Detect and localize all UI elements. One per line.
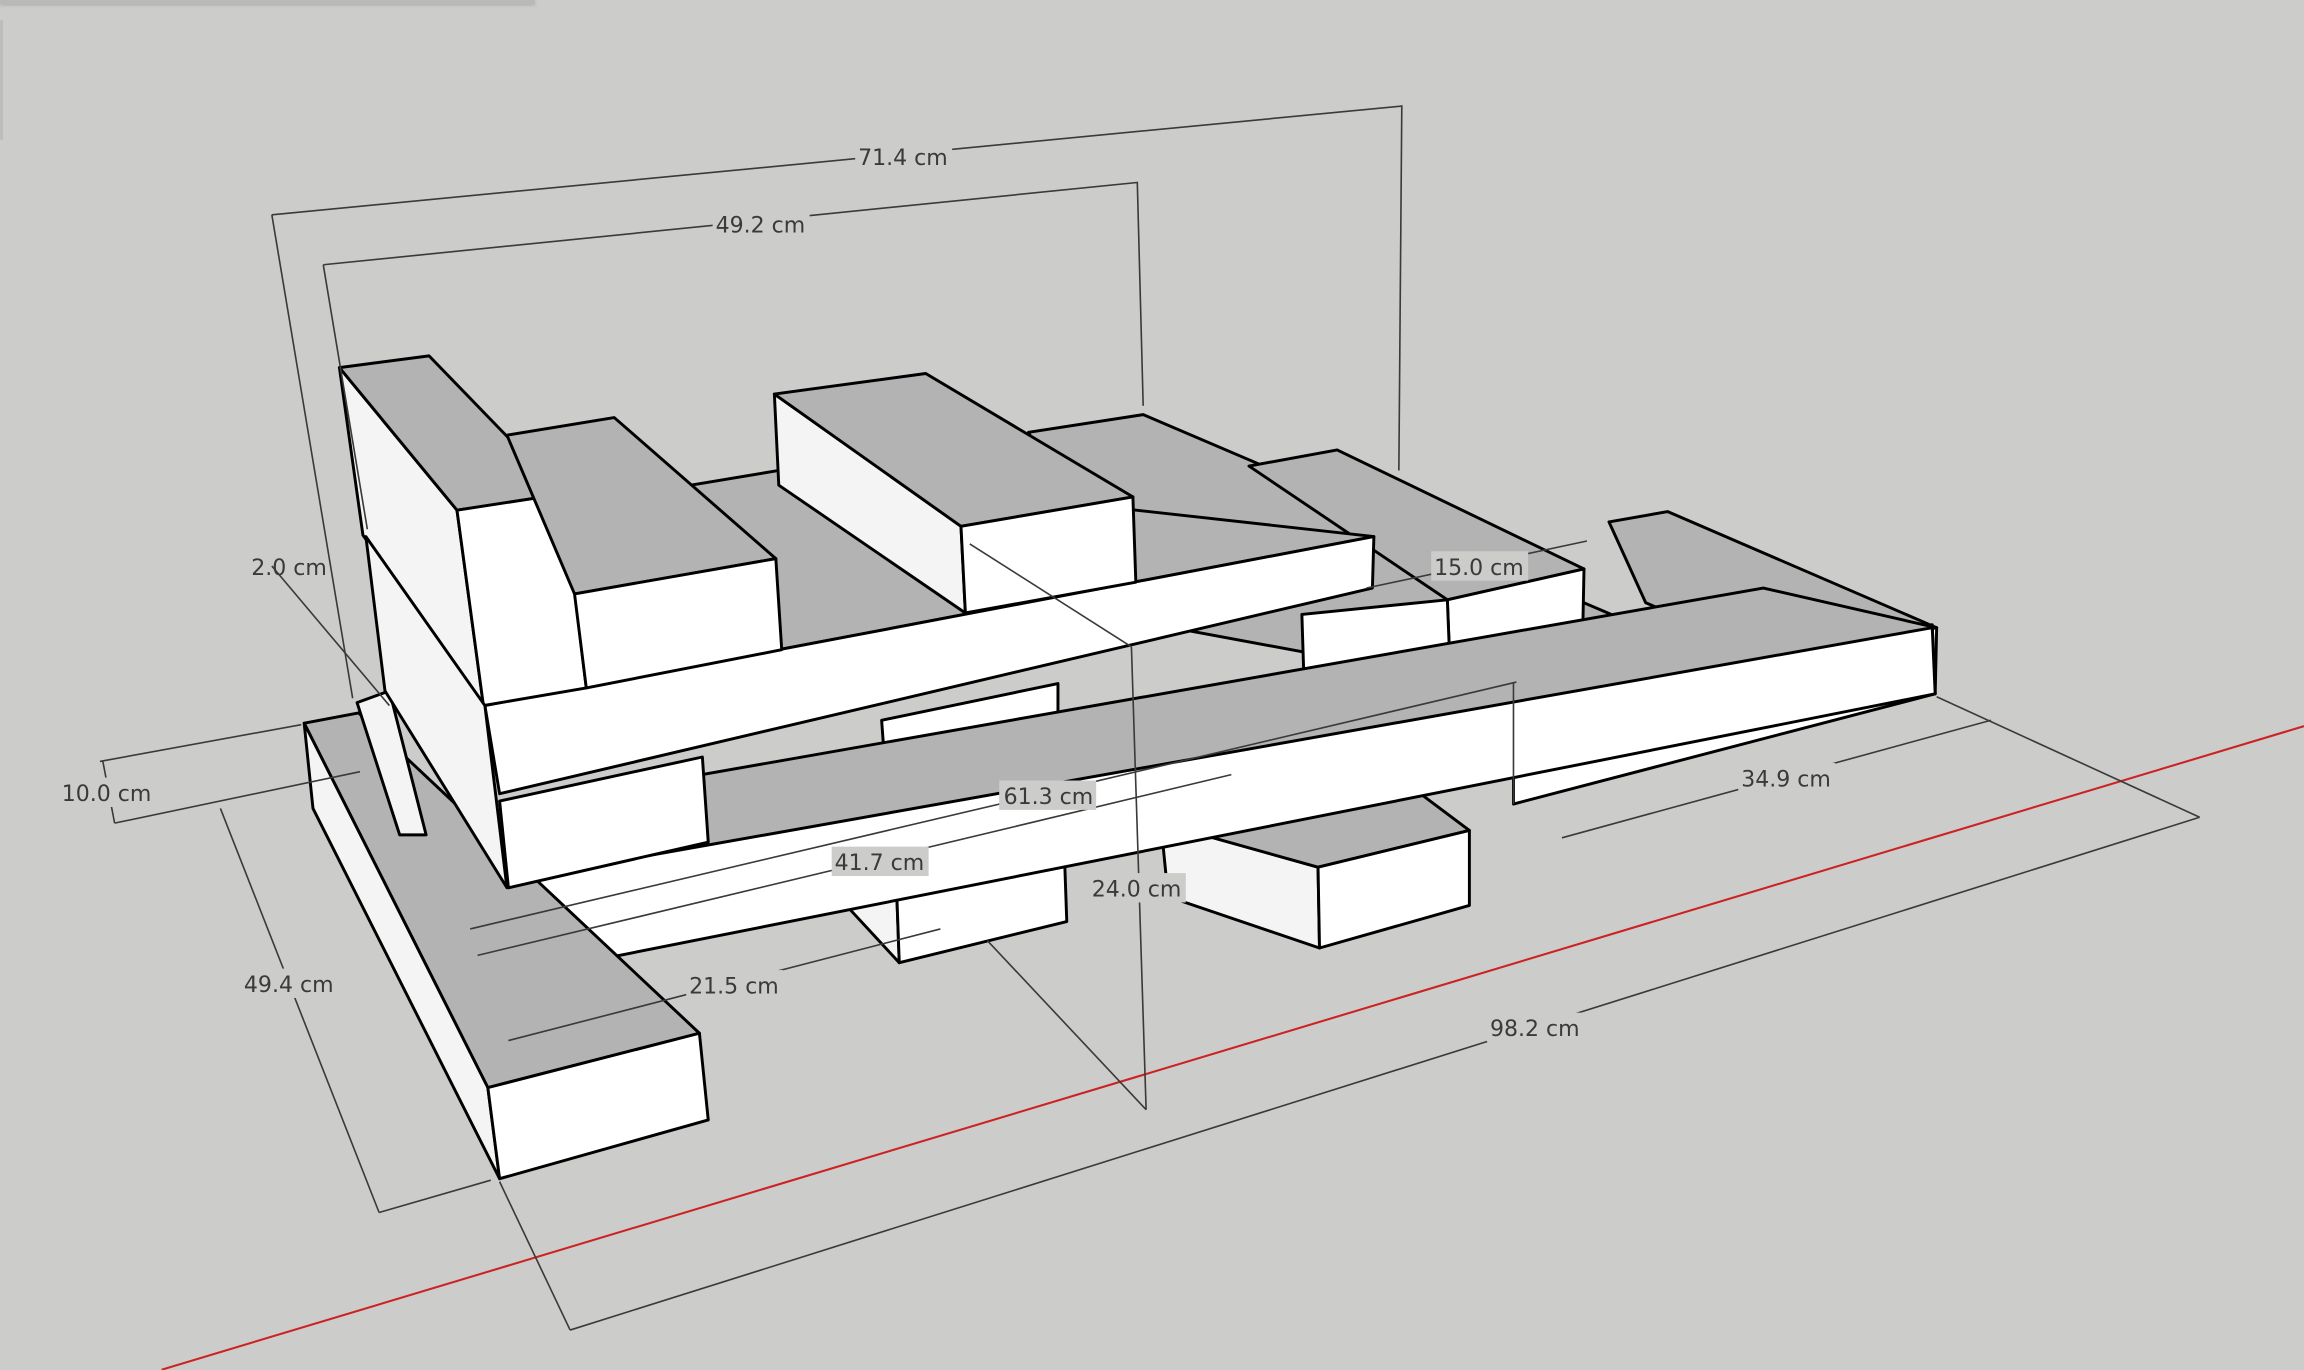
board-base-left[interactable]	[302, 689, 710, 1181]
dim-label-thickness: 2.0 cm	[251, 556, 327, 581]
model[interactable]	[302, 354, 1939, 1181]
dim-label-plank-height: 10.0 cm	[62, 782, 152, 807]
block-left-second[interactable]	[505, 416, 784, 690]
toolbar-edge	[0, 0, 535, 4]
dim-label-overall-length: 98.2 cm	[1490, 1017, 1580, 1042]
dim-label-base-depth: 49.4 cm	[244, 973, 334, 998]
dim-label-long-plank: 61.3 cm	[1004, 785, 1094, 810]
dimension-labels: 71.4 cm 49.2 cm 2.0 cm 10.0 cm 15.0 cm 6…	[58, 141, 1836, 1042]
dim-label-right-section: 34.9 cm	[1741, 767, 1831, 792]
red-axis-line	[161, 725, 2304, 1370]
block-top-center[interactable]	[772, 372, 1138, 615]
dim-label-block-depth: 15.0 cm	[1434, 556, 1524, 581]
dim-label-inner-plank: 41.7 cm	[835, 851, 925, 876]
dim-label-upper-width: 49.2 cm	[716, 213, 806, 238]
dim-label-block-width: 21.5 cm	[689, 975, 779, 1000]
dim-label-overall-width: 71.4 cm	[858, 146, 948, 171]
side-panel-edge	[0, 20, 3, 140]
dim-label-height: 24.0 cm	[1092, 878, 1182, 903]
